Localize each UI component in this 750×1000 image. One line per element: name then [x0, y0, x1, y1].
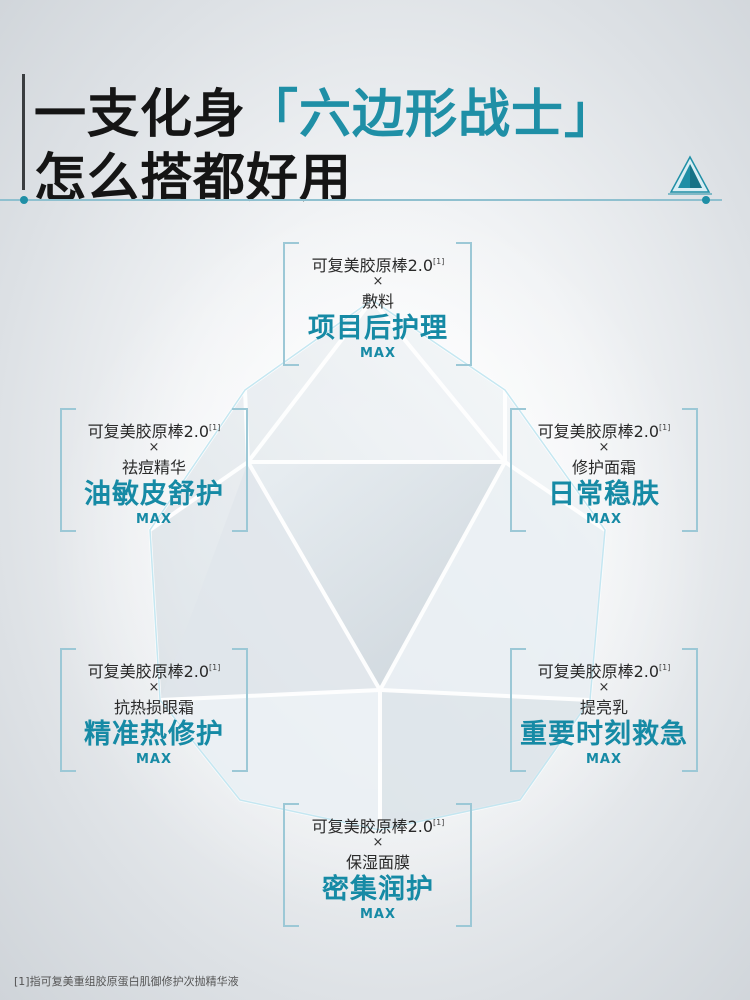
bracket-left	[510, 408, 526, 532]
title-accent: 「六边形战士」	[246, 85, 618, 145]
use-scene: 油敏皮舒护	[84, 479, 224, 510]
footnote-ref: [1]	[209, 663, 221, 672]
title-bar	[22, 74, 25, 190]
footnote-ref: [1]	[433, 257, 445, 266]
use-scene: 密集润护	[322, 874, 434, 905]
times-sign: ×	[372, 835, 384, 850]
max-label: MAX	[135, 752, 173, 767]
footnote-ref: [1]	[209, 423, 221, 432]
prism-icon	[668, 155, 712, 195]
partner-product: 提亮乳	[579, 698, 628, 717]
times-sign: ×	[598, 440, 610, 455]
times-sign: ×	[148, 680, 160, 695]
use-scene: 精准热修护	[84, 719, 224, 750]
max-label: MAX	[585, 512, 623, 527]
footnote-ref: [1]	[433, 818, 445, 827]
max-label: MAX	[585, 752, 623, 767]
bracket-right	[682, 408, 698, 532]
bracket-left	[60, 408, 76, 532]
footnote-ref: [1]	[659, 423, 671, 432]
footnote-ref: [1]	[659, 663, 671, 672]
use-scene: 项目后护理	[308, 313, 448, 344]
bracket-right	[456, 242, 472, 366]
partner-product: 祛痘精华	[121, 458, 186, 477]
bracket-right	[682, 648, 698, 772]
times-sign: ×	[598, 680, 610, 695]
title-divider	[0, 199, 722, 201]
times-sign: ×	[148, 440, 160, 455]
bracket-right	[456, 803, 472, 927]
times-sign: ×	[372, 274, 384, 289]
product-name: 可复美胶原棒2.0[1]	[87, 422, 221, 441]
max-label: MAX	[135, 512, 173, 527]
footnote: [1]指可复美重组胶原蛋白肌御修护次抛精华液	[14, 975, 239, 988]
bracket-right	[232, 648, 248, 772]
divider-dot-right	[702, 196, 710, 204]
bracket-left	[510, 648, 526, 772]
partner-product: 修护面霜	[571, 458, 636, 477]
page-title-line-1: 一支化身「六边形战士」	[34, 72, 617, 147]
use-scene: 日常稳肤	[548, 479, 660, 510]
use-scene: 重要时刻救急	[520, 719, 688, 750]
product-name: 可复美胶原棒2.0[1]	[537, 662, 671, 681]
bracket-right	[232, 408, 248, 532]
product-name: 可复美胶原棒2.0[1]	[311, 256, 445, 275]
bracket-left	[283, 803, 299, 927]
bracket-left	[60, 648, 76, 772]
divider-dot-left	[20, 196, 28, 204]
product-name: 可复美胶原棒2.0[1]	[87, 662, 221, 681]
product-name: 可复美胶原棒2.0[1]	[311, 817, 445, 836]
max-label: MAX	[359, 346, 397, 361]
max-label: MAX	[359, 907, 397, 922]
partner-product: 抗热损眼霜	[113, 698, 194, 717]
bracket-left	[283, 242, 299, 366]
title-prefix: 一支化身	[34, 85, 247, 145]
product-name: 可复美胶原棒2.0[1]	[537, 422, 671, 441]
partner-product: 敷料	[361, 292, 394, 311]
partner-product: 保湿面膜	[345, 853, 410, 872]
